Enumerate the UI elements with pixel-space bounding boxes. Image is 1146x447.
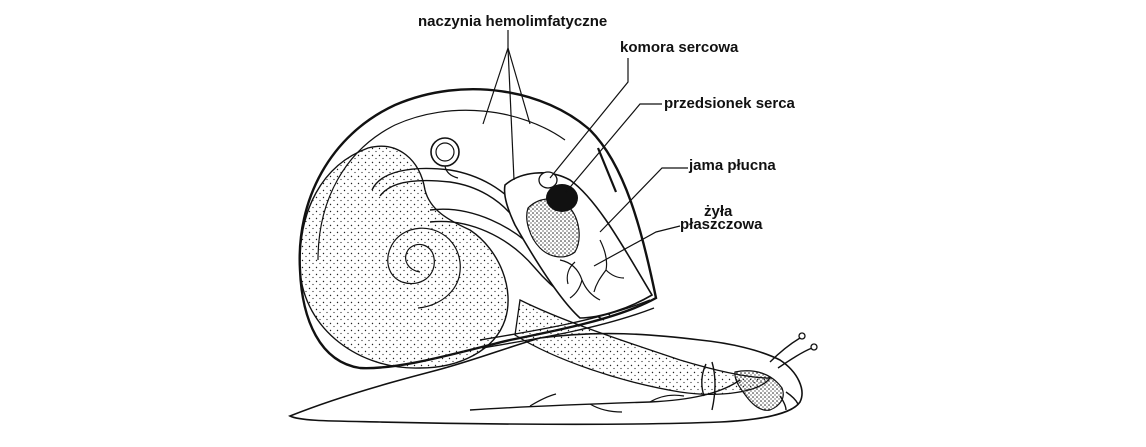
leader-lines — [482, 30, 688, 267]
label-mantle-vein-2: płaszczowa — [680, 216, 763, 233]
hemolymph-vessel-loop — [430, 137, 460, 179]
snail-foot — [288, 332, 803, 426]
intestine — [514, 299, 772, 395]
label-hemolymph-vessels: naczynia hemolimfatyczne — [418, 13, 607, 30]
visceral-mass — [299, 145, 509, 369]
label-heart-atrium: przedsionek serca — [664, 95, 796, 112]
heart-ventricle — [546, 184, 578, 212]
heart-atrium — [538, 171, 558, 189]
label-mantle-vein-1: żyła — [704, 203, 733, 220]
label-lung-cavity: jama płucna — [688, 157, 776, 174]
mantle-vein-branches — [559, 239, 625, 301]
shell-spiral — [387, 227, 461, 309]
foot-vessels — [469, 361, 741, 413]
tentacles — [769, 332, 818, 411]
body-tubes — [479, 299, 772, 395]
label-heart-ventricle: komora sercowa — [620, 39, 739, 56]
mantle-edge-bar — [596, 147, 618, 193]
